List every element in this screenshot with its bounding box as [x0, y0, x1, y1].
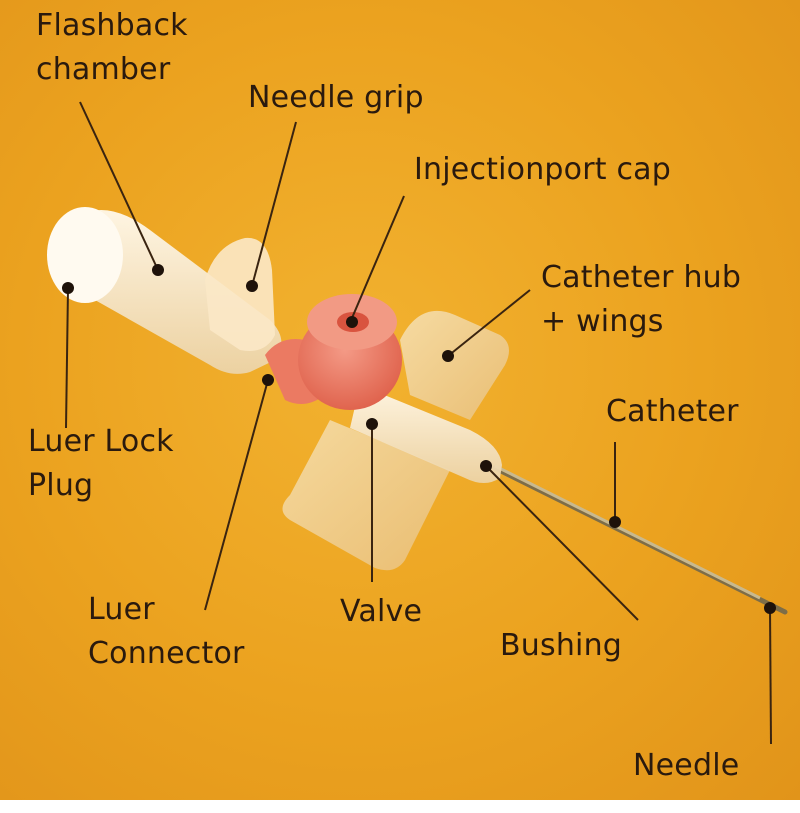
lower-wing — [282, 420, 450, 571]
leader-flashback — [79, 101, 159, 271]
label-catheter-hub-line-1: Catheter hub — [541, 260, 742, 295]
dot-needle-grip — [246, 280, 258, 292]
dot-catheter — [609, 516, 621, 528]
label-needle-grip-text: Needle grip — [248, 80, 424, 115]
leader-bushing — [485, 465, 639, 621]
label-luer-lock-line-1: Luer Lock — [28, 424, 174, 459]
label-flashback-line-2: chamber — [36, 52, 171, 87]
dot-luer-connector — [262, 374, 274, 386]
leader-catheter-hub — [447, 289, 531, 357]
label-bushing-text: Bushing — [500, 628, 623, 663]
leader-injection-cap — [351, 195, 405, 319]
dot-bushing — [480, 460, 492, 472]
leader-luer-lock — [65, 287, 69, 429]
label-valve: Valve — [340, 590, 422, 634]
dot-luer-lock — [62, 282, 74, 294]
leader-needle-grip — [251, 121, 297, 287]
label-luer-lock-line-2: Plug — [28, 468, 94, 503]
label-valve-text: Valve — [340, 594, 423, 629]
dot-valve — [366, 418, 378, 430]
leader-needle — [769, 607, 772, 745]
label-catheter: Catheter — [606, 390, 739, 434]
label-luer-lock-plug: Luer Lock Plug — [28, 420, 174, 508]
label-flashback-line-1: Flashback — [36, 8, 188, 43]
label-luer-connector: Luer Connector — [88, 588, 245, 676]
catheter-hub — [350, 385, 502, 483]
label-injectionport-cap: Injectionport cap — [414, 148, 671, 192]
label-needle: Needle — [633, 744, 739, 788]
label-needle-text: Needle — [633, 748, 740, 783]
luer-lock-plug-shape — [47, 207, 123, 303]
dot-injection-cap — [346, 316, 358, 328]
dot-flashback — [152, 264, 164, 276]
label-catheter-hub-line-2: + wings — [541, 304, 664, 339]
dot-catheter-hub — [442, 350, 454, 362]
label-needle-grip: Needle grip — [248, 76, 424, 120]
label-luer-connector-line-1: Luer — [88, 592, 155, 627]
label-luer-connector-line-2: Connector — [88, 636, 245, 671]
label-bushing: Bushing — [500, 624, 622, 668]
label-flashback-chamber: Flashback chamber — [36, 4, 188, 92]
catheter-tube — [494, 464, 761, 600]
bottom-border — [0, 800, 800, 813]
leader-luer-connector — [204, 379, 269, 611]
dot-needle — [764, 602, 776, 614]
label-catheter-text: Catheter — [606, 394, 739, 429]
upper-wing — [400, 310, 509, 420]
label-injection-cap-text: Injectionport cap — [414, 152, 671, 187]
label-catheter-hub: Catheter hub + wings — [541, 256, 741, 344]
